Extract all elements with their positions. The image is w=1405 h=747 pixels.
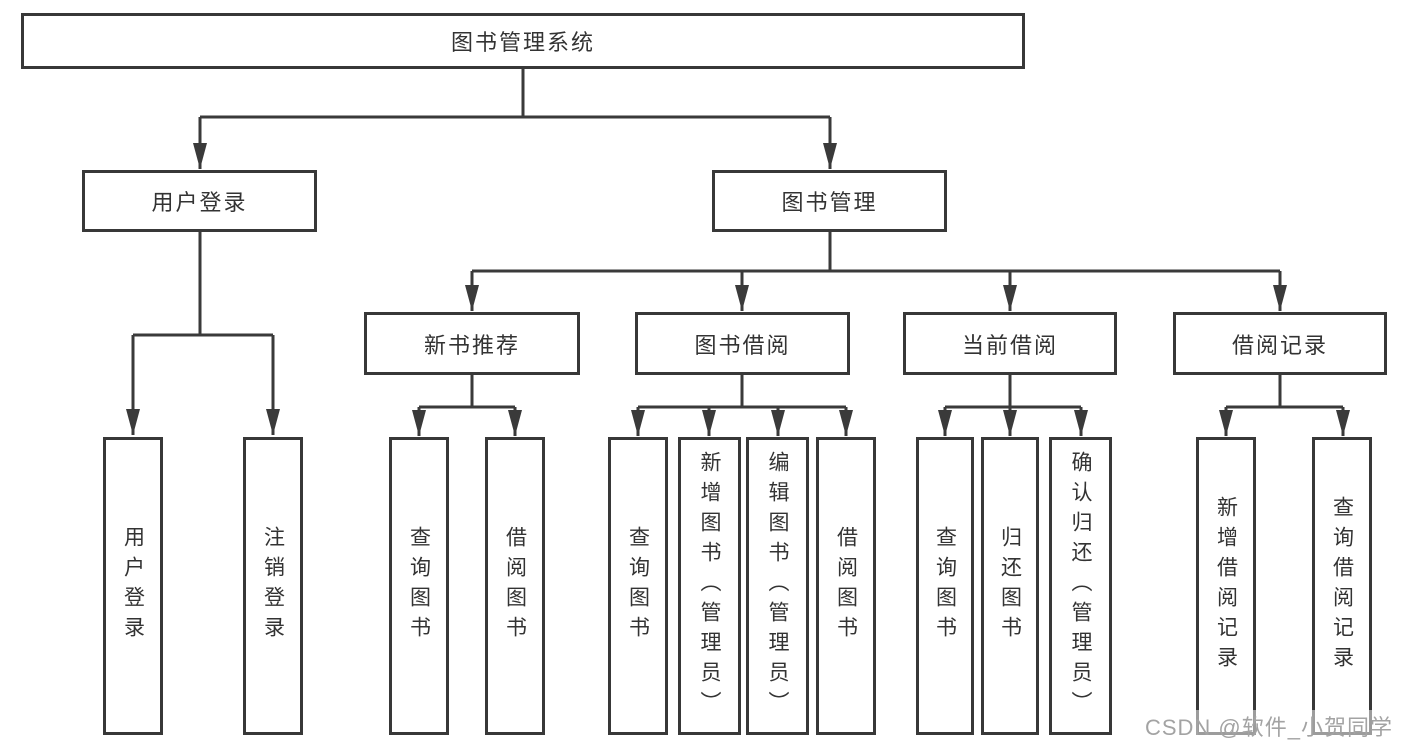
node-leaf-borrow-books-recommend: 借阅图书: [485, 437, 545, 735]
node-label: 查询图书: [626, 526, 650, 646]
node-leaf-return-books: 归还图书: [981, 437, 1039, 735]
node-book-borrow: 图书借阅: [635, 312, 850, 375]
node-label: 用户登录: [121, 526, 145, 646]
node-label: 新增借阅记录: [1214, 496, 1238, 676]
node-leaf-add-borrow-record: 新增借阅记录: [1196, 437, 1256, 735]
node-label: 借阅图书: [834, 526, 858, 646]
node-label: 新书推荐: [423, 332, 520, 358]
node-label: 查询借阅记录: [1330, 496, 1354, 676]
csdn-watermark: CSDN @软件_小贺同学: [1142, 710, 1395, 742]
node-leaf-query-books-recommend: 查询图书: [389, 437, 449, 735]
node-leaf-add-books-admin: 新增图书（管理员）: [678, 437, 741, 735]
node-leaf-query-borrow-record: 查询借阅记录: [1312, 437, 1372, 735]
node-leaf-logout: 注销登录: [243, 437, 303, 735]
node-leaf-query-books-current: 查询图书: [916, 437, 974, 735]
node-book-management: 图书管理: [712, 170, 947, 232]
node-leaf-user-login: 用户登录: [103, 437, 163, 735]
node-label: 编辑图书（管理员）: [766, 451, 789, 721]
node-label: 确认归还（管理员）: [1069, 451, 1092, 721]
node-label: 查询图书: [407, 526, 431, 646]
node-label: 图书借阅: [694, 332, 791, 358]
node-label: 归还图书: [998, 526, 1022, 646]
node-label: 当前借阅: [961, 332, 1058, 358]
node-label: 注销登录: [261, 526, 285, 646]
node-label: 借阅记录: [1231, 332, 1328, 358]
node-label: 图书管理: [781, 190, 878, 215]
node-leaf-edit-books-admin: 编辑图书（管理员）: [746, 437, 809, 735]
node-borrow-records: 借阅记录: [1173, 312, 1387, 375]
node-label: 借阅图书: [503, 526, 527, 646]
node-user-login-branch: 用户登录: [82, 170, 317, 232]
node-label: 图书管理系统: [450, 30, 595, 55]
node-leaf-query-books-borrow: 查询图书: [608, 437, 668, 735]
node-current-borrow: 当前借阅: [903, 312, 1117, 375]
node-label: 新增图书（管理员）: [698, 451, 721, 721]
node-new-book-recommend: 新书推荐: [364, 312, 580, 375]
node-label: 查询图书: [933, 526, 957, 646]
node-leaf-borrow-books: 借阅图书: [816, 437, 876, 735]
node-library-management-system: 图书管理系统: [21, 13, 1025, 69]
node-leaf-confirm-return-admin: 确认归还（管理员）: [1049, 437, 1112, 735]
node-label: 用户登录: [151, 190, 248, 215]
